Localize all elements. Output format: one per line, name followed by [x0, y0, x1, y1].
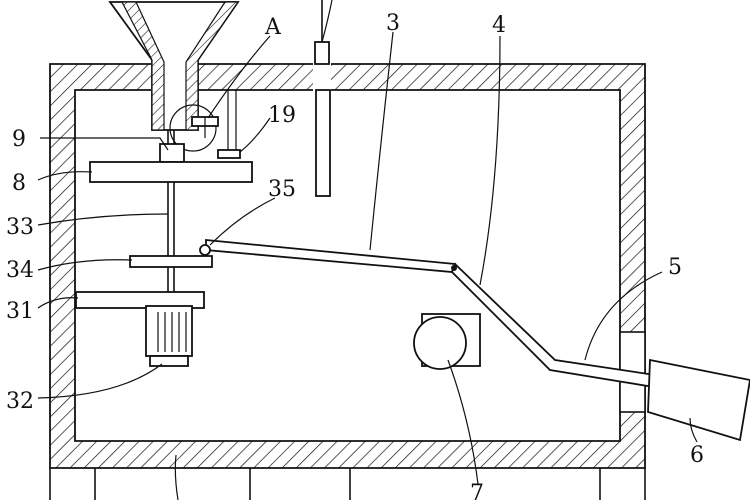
label-33: 33 [6, 215, 34, 240]
top-probe [314, 0, 331, 197]
pivot-35 [199, 244, 211, 256]
label-6: 6 [690, 443, 704, 468]
label-32: 32 [6, 389, 34, 414]
label-a: A [264, 15, 282, 40]
hopper-inner-hatch [121, 1, 165, 131]
discharge-chute-6 [647, 358, 750, 442]
label-5: 5 [668, 255, 682, 280]
motor-32 [145, 305, 193, 367]
hinge-joint [451, 265, 457, 271]
label-7: 7 [470, 481, 484, 500]
label-34: 34 [6, 258, 34, 283]
leader-lines [37, 0, 698, 500]
screen-upper-section [205, 239, 457, 273]
plate-31 [75, 291, 205, 309]
probe-gap [313, 62, 331, 92]
label-31: 31 [6, 299, 34, 324]
label-35: 35 [268, 177, 296, 202]
label-3: 3 [386, 11, 400, 36]
detail-circle-a [169, 104, 217, 152]
cam-34 [129, 255, 213, 268]
support-legs [49, 468, 646, 500]
label-8: 8 [12, 171, 26, 196]
vibrator-7 [413, 313, 481, 370]
label-4: 4 [492, 13, 506, 38]
label-19: 19 [268, 103, 296, 128]
label-9: 9 [12, 127, 26, 152]
plate-8 [89, 161, 253, 183]
part-9-block [159, 143, 185, 163]
sensor-19 [217, 149, 241, 159]
